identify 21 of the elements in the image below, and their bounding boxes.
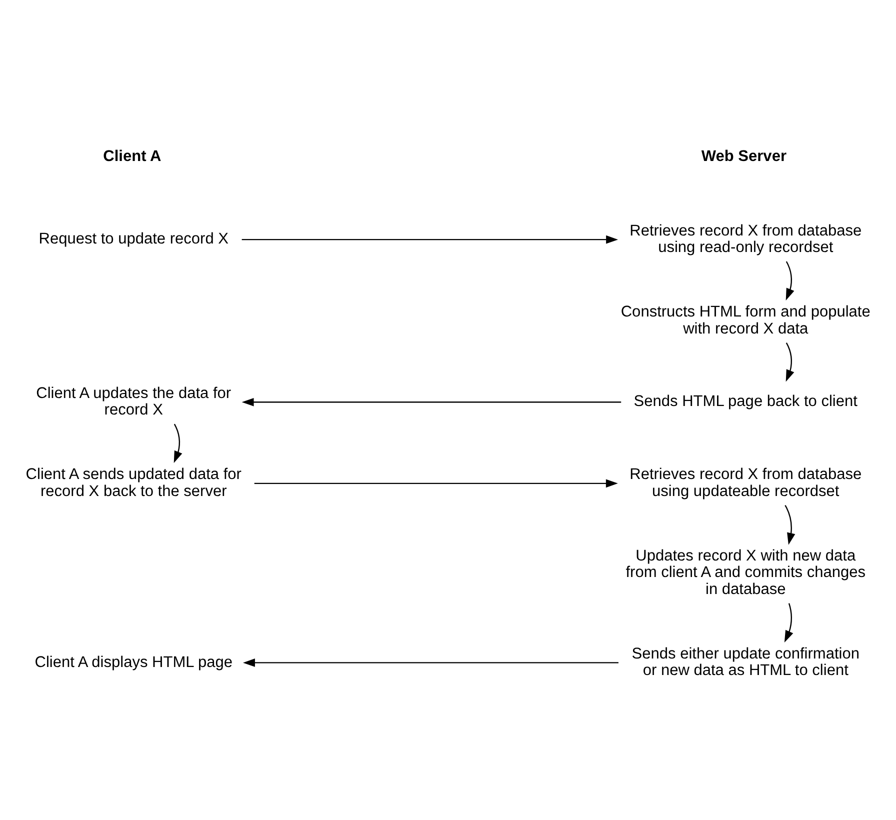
node-text: Client A updates the data for record X xyxy=(36,384,232,418)
arrow xyxy=(243,658,618,666)
arrow xyxy=(174,423,182,463)
node-text: Retrieves record X from database using read-only recordset xyxy=(630,222,862,256)
label: Web Server xyxy=(701,148,786,165)
node-text: Constructs HTML form and populate with record X data xyxy=(620,303,870,337)
label: Client A xyxy=(103,148,162,165)
arrow xyxy=(786,342,794,382)
arrow xyxy=(242,397,622,406)
arrow xyxy=(242,234,618,244)
arrow xyxy=(254,478,618,488)
arrow xyxy=(784,602,794,642)
node-text: Request to update record X xyxy=(38,230,229,248)
node-text: Updates record X with new data from client A and commits changes in database xyxy=(626,546,866,598)
node-text: Sends either update confirmation or new data as HTML to client xyxy=(632,644,860,679)
node-text: Retrieves record X from database using updateable recordset xyxy=(630,466,862,500)
node-text: Client A displays HTML page xyxy=(34,653,233,670)
node-text: Sends HTML page back to client xyxy=(634,392,858,410)
arrow xyxy=(786,260,794,300)
arrow xyxy=(784,504,796,544)
node-text: Client A sends updated data for record X back to the server xyxy=(26,466,242,500)
